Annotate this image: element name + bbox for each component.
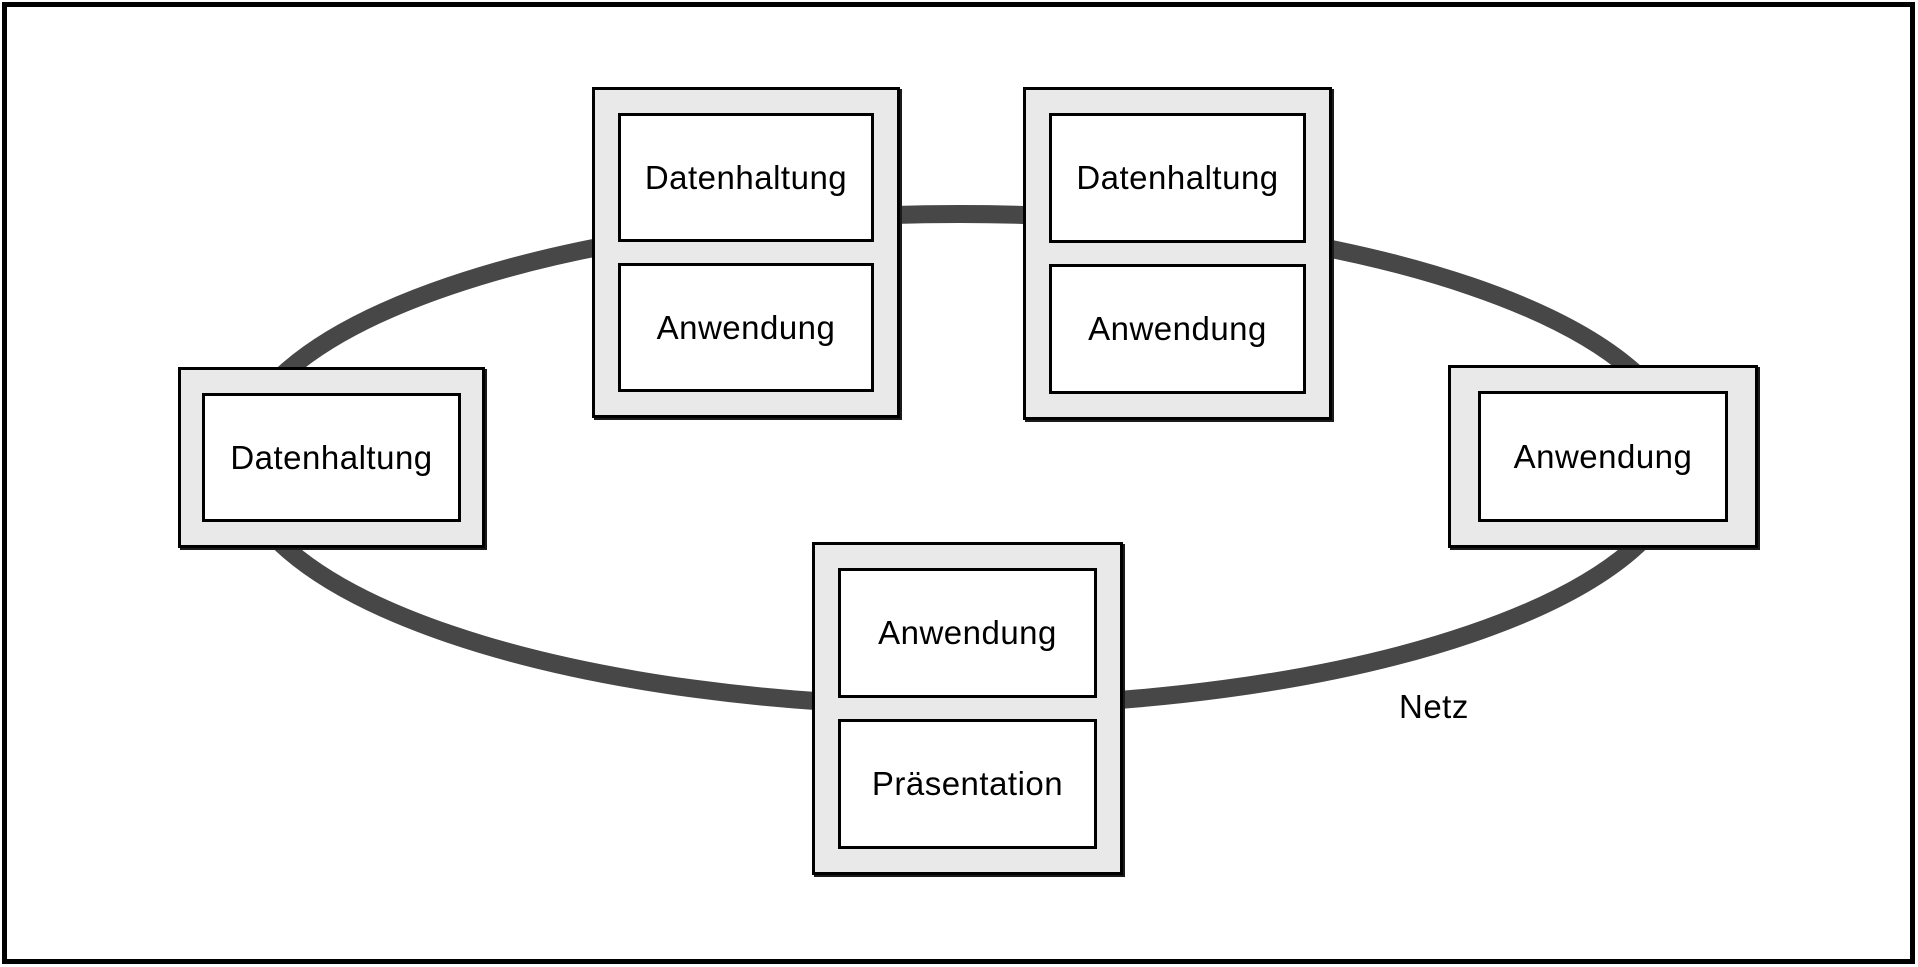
layer-cell-praesentation: Präsentation [838, 719, 1097, 849]
host-box-left: Datenhaltung [178, 367, 485, 548]
layer-cell-datenhaltung: Datenhaltung [1049, 113, 1306, 243]
layer-cell-anwendung: Anwendung [618, 263, 874, 392]
layer-cell-datenhaltung: Datenhaltung [618, 113, 874, 242]
layer-cell-anwendung: Anwendung [838, 568, 1097, 698]
layer-cell-anwendung: Anwendung [1478, 391, 1728, 522]
host-box-top-right: Datenhaltung Anwendung [1023, 87, 1332, 420]
host-box-bottom: Anwendung Präsentation [812, 542, 1123, 875]
layer-cell-datenhaltung: Datenhaltung [202, 393, 461, 522]
host-box-top-left: Datenhaltung Anwendung [592, 87, 900, 418]
network-label: Netz [1399, 688, 1469, 725]
layer-cell-anwendung: Anwendung [1049, 264, 1306, 394]
host-box-right: Anwendung [1448, 365, 1758, 548]
